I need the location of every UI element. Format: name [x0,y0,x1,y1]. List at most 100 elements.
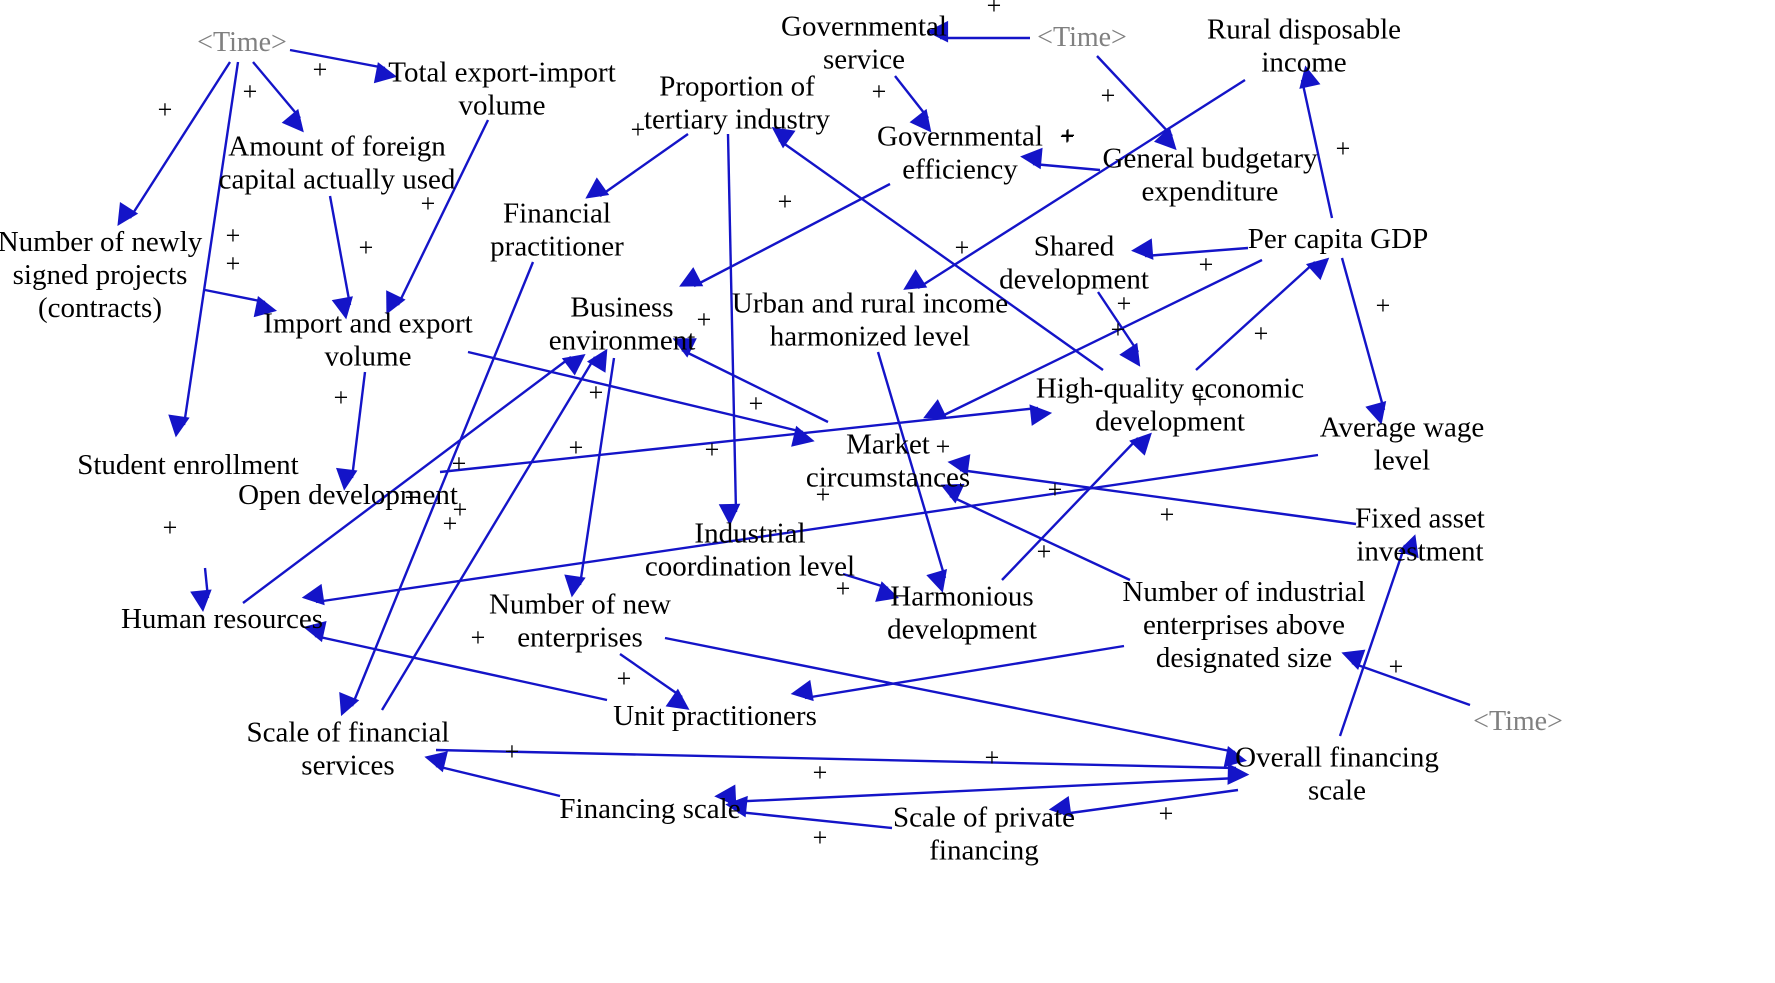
node-label-line: Market [846,429,930,461]
edge-industrial-above-to-market [940,483,1131,582]
edge-per-capita-gdp-to-rural-income [1299,65,1334,219]
node-label-line: environment [549,325,696,357]
edge-time3-to-industrial-above [1341,649,1471,707]
node-label-line: circumstances [806,462,970,494]
node-label-line: Human resources [121,603,323,635]
polarity-sign: + [872,77,887,106]
node-label-line: Import and export [263,308,472,340]
edge-time1-to-total-export-import [289,48,398,84]
node-financing-scale: Financing scale [559,793,740,825]
edge-financial-services-to-business-environment [380,348,608,711]
edge-proportion-tertiary-to-financial-practitioner [585,133,689,199]
node-label-line: harmonized level [770,321,971,353]
node-per-capita-gdp: Per capita GDP [1248,223,1428,255]
polarity-sign: + [1061,121,1076,150]
polarity-sign: + [955,233,970,262]
edge-total-export-import-to-import-export [386,119,490,315]
polarity-sign: + [1376,291,1391,320]
node-label-line: Urban and rural income [732,288,1008,320]
polarity-sign: + [1101,81,1116,110]
node-open-development: Open development [238,479,458,511]
edge-rural-income-to-urban-rural [903,78,1246,290]
node-human-resources: Human resources [121,603,323,635]
node-label-line: <Time> [197,27,287,58]
edge-time2-to-budgetary-expenditure [1096,55,1177,151]
node-label-line: Shared [1034,231,1115,263]
edge-business-environment-to-new-enterprises [564,357,616,598]
node-label-line: (contracts) [38,292,162,324]
polarity-sign: + [1254,319,1269,348]
polarity-sign: + [589,378,604,407]
polarity-sign: + [1060,122,1075,151]
edge-newly-signed-to-import-export [204,288,278,318]
polarity-sign: + [421,189,436,218]
node-label-line: Number of new [489,589,671,621]
node-label-line: practitioner [490,231,624,263]
edge-per-capita-gdp-to-market [923,258,1263,420]
node-label-line: Financing scale [559,793,740,825]
polarity-sign: + [505,737,520,766]
edge-urban-rural-to-harmonious [876,351,948,593]
polarity-sign: + [453,495,468,524]
node-label-line: Average wage [1320,412,1485,444]
polarity-sign: + [313,55,328,84]
edge-overall-financing-to-private-financing [1048,788,1239,818]
polarity-sign: + [631,115,646,144]
node-label-line: volume [459,90,546,122]
polarity-sign: + [749,389,764,418]
polarity-sign: + [163,513,178,542]
edge-foreign-capital-to-import-export [328,195,353,320]
edge-per-capita-gdp-to-shared-development [1131,238,1249,260]
edge-financial-services-to-overall-financing [435,748,1250,785]
polarity-layer: ++++++++++++++++++++++++++++++++++++++++… [158,0,1404,852]
polarity-sign: + [471,623,486,652]
node-label-line: Per capita GDP [1248,223,1428,255]
node-label-line: <Time> [1037,22,1127,53]
polarity-sign: + [816,480,831,509]
node-label-line: enterprises above [1143,609,1345,641]
edge-import-export-to-market [467,350,815,447]
polarity-sign: + [697,305,712,334]
node-label-line: Governmental [781,11,947,43]
polarity-sign: + [617,664,632,693]
node-label-line: signed projects [13,259,188,291]
node-label-line: service [823,44,905,76]
polarity-sign: + [569,433,584,462]
node-time1: <Time> [197,27,287,58]
polarity-sign: + [452,449,467,478]
edge-financing-scale-to-financial-services [424,751,561,798]
edge-new-enterprises-to-overall-financing [664,636,1248,768]
edge-time1-to-student-enrollment [168,61,240,438]
node-label-line: financing [929,835,1039,867]
edge-market-to-business-environment [672,338,829,424]
node-label-line: Overall financing [1235,742,1439,774]
node-student-enrollment: Student enrollment [77,449,299,481]
edge-time1-to-newly-signed [117,61,232,226]
node-label-line: enterprises [517,622,643,654]
polarity-sign: + [226,249,241,278]
node-label-line: Business [570,292,673,324]
edge-governmental-efficiency-to-business-environment [679,182,891,288]
node-label-line: Total export-import [388,57,616,89]
node-label-line: scale [1308,775,1366,807]
polarity-sign: + [1117,289,1132,318]
node-label-line: <Time> [1473,706,1563,737]
edge-unit-practitioners-to-human-resources [303,621,608,702]
edge-overall-financing-to-financing-scale [714,776,1239,807]
